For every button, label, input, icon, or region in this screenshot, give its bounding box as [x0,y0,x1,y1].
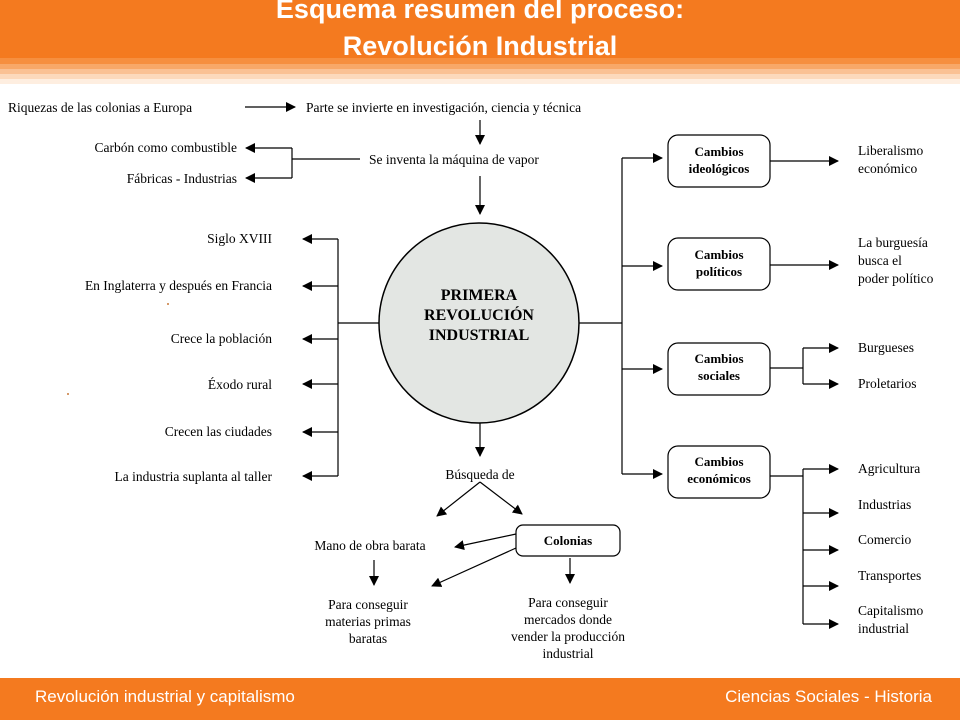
left-item: La industria suplanta al taller [115,469,273,484]
change-box-political [667,237,771,291]
change-box-label: económicos [687,471,751,486]
arrow [436,481,481,517]
diagram-text: Carbón como combustible [95,140,237,155]
header-stripe [0,69,960,74]
left-item: Éxodo rural [208,377,272,392]
page-subtitle: Revolución Industrial [342,31,618,61]
diagram-text: materias primas [325,614,411,629]
result-text: Comercio [858,532,911,547]
change-box-label: Cambios [694,351,743,366]
diagram-text: mercados donde [524,612,612,627]
center-label: INDUSTRIAL [429,327,529,344]
header-stripe [0,74,960,79]
diagram-text: Para conseguir [528,595,608,610]
arrow [454,533,517,551]
left-item: Siglo XVIII [207,231,272,246]
colonies-label: Colonias [544,533,592,548]
left-item: Crecen las ciudades [165,424,272,439]
result-text: Capitalismo [858,603,923,618]
header-stripe [0,64,960,69]
result-text: poder político [858,271,934,286]
change-box-label: Cambios [694,454,743,469]
diagram-text: Fábricas - Industrias [127,171,237,186]
footer-bar [0,678,960,720]
result-text: Agricultura [858,461,920,476]
left-item: En Inglaterra y después en Francia [85,278,272,293]
change-box-label: políticos [696,264,742,279]
left-item: Crece la población [171,331,272,346]
process-diagram: PRIMERA REVOLUCIÓN INDUSTRIAL Cambios id… [8,100,934,661]
diagram-text: Se inventa la máquina de vapor [369,152,539,167]
diagram-text: Parte se invierte en investigación, cien… [306,100,581,115]
result-text: Industrias [858,497,911,512]
result-text: industrial [858,621,909,636]
decorative-dot [167,303,169,305]
footer-left-text: Revolución industrial y capitalismo [35,687,295,706]
header-stripe [0,79,960,84]
change-box-ideological [667,134,771,188]
change-box-economic [667,445,771,499]
result-text: Liberalismo [858,143,923,158]
result-text: La burguesía [858,235,928,250]
change-box-label: sociales [698,368,740,383]
result-text: Transportes [858,568,921,583]
change-box-social [667,342,771,396]
diagram-text: vender la producción [511,629,625,644]
center-label: PRIMERA [441,287,518,304]
change-box-label: ideológicos [689,161,750,176]
diagram-text: Riquezas de las colonias a Europa [8,100,192,115]
header-bar [0,0,960,58]
result-text: busca el [858,253,902,268]
arrow [431,547,517,587]
result-text: Burgueses [858,340,914,355]
change-box-label: Cambios [694,247,743,262]
center-label: REVOLUCIÓN [424,305,534,324]
result-text: económico [858,161,917,176]
diagram-text: Para conseguir [328,597,408,612]
colonies-box [515,524,621,557]
diagram-text: industrial [543,646,594,661]
page-title: Esquema resumen del proceso: [275,0,685,24]
footer-right-text: Ciencias Sociales - Historia [725,687,932,706]
decorative-dot [67,393,69,395]
central-circle [378,222,580,424]
diagram-text: baratas [349,631,387,646]
diagram-text: Mano de obra barata [314,538,425,553]
header-stripe [0,58,960,64]
change-box-label: Cambios [694,144,743,159]
diagram-text: Búsqueda de [445,467,514,482]
arrow [479,481,523,515]
result-text: Proletarios [858,376,917,391]
